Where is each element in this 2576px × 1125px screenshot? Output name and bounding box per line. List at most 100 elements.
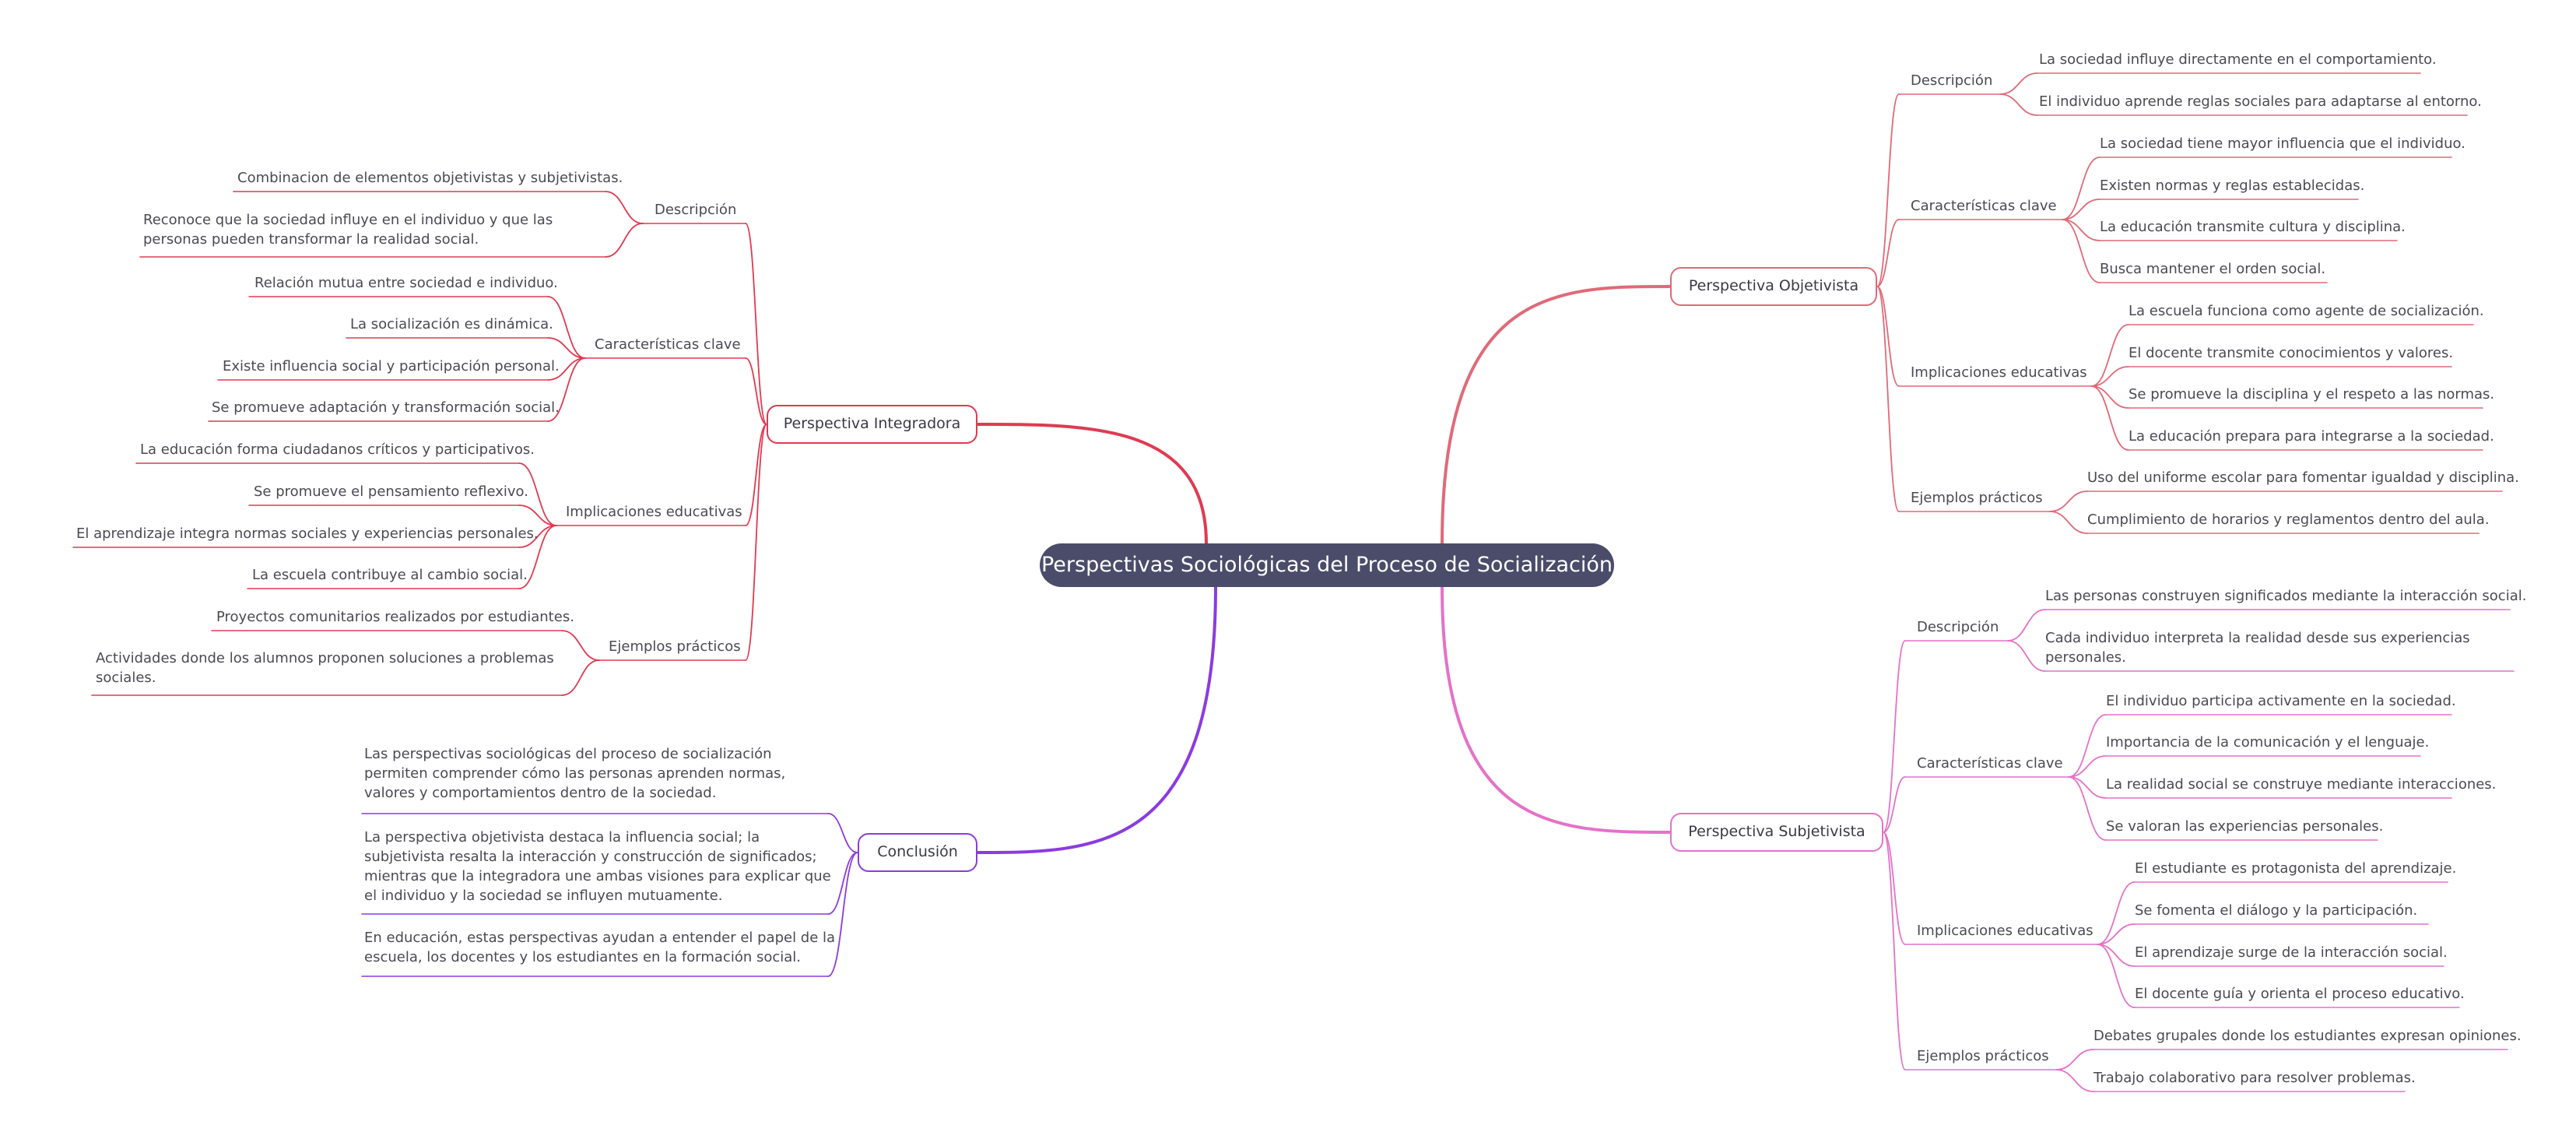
objetivista-implicaciones[interactable]: Implicaciones educativas bbox=[1911, 364, 2087, 381]
connector-root-integradora bbox=[976, 423, 1208, 545]
connector-leaf bbox=[2097, 881, 2136, 945]
leaf: La realidad social se construye mediante… bbox=[2106, 776, 2497, 793]
leaf: Proyectos comunitarios realizados por es… bbox=[216, 609, 574, 625]
leaf: Debates grupales donde los estudiantes e… bbox=[2093, 1028, 2522, 1044]
objetivista-descripcion[interactable]: Descripción bbox=[1911, 72, 1993, 89]
leaf: Se promueve adaptación y transformación … bbox=[212, 399, 560, 416]
leaf: La escuela contribuye al cambio social. bbox=[252, 567, 528, 583]
connector-leaf bbox=[2068, 776, 2107, 799]
connector-leaf bbox=[561, 659, 600, 696]
connector-sub bbox=[745, 357, 767, 425]
leaf: Combinacion de elementos objetivistas y … bbox=[237, 170, 623, 186]
central-topic[interactable]: Perspectivas Sociológicas del Proceso de… bbox=[1040, 543, 1614, 587]
connector-leaf bbox=[518, 504, 557, 526]
connector-sub bbox=[1876, 286, 1900, 387]
leaf: Cada individuo interpreta la realidad de… bbox=[2045, 630, 2470, 666]
connector-leaf bbox=[2097, 944, 2136, 1008]
connector-leaf bbox=[2090, 385, 2129, 451]
connector-leaf bbox=[518, 462, 557, 526]
connector-sub bbox=[1883, 776, 1906, 833]
connector-leaf bbox=[2097, 923, 2136, 945]
integradora-ejemplos[interactable]: Ejemplos prácticos bbox=[609, 638, 741, 655]
leaf: Actividades donde los alumnos proponen s… bbox=[96, 650, 554, 686]
connector-sub bbox=[1876, 93, 1900, 287]
leaf: El individuo aprende reglas sociales par… bbox=[2039, 93, 2482, 110]
connector-sub bbox=[1883, 640, 1906, 833]
connector-leaf bbox=[2097, 944, 2136, 967]
connector-leaf bbox=[547, 337, 586, 359]
connector-sub bbox=[1876, 286, 1900, 512]
leaf: Busca mantener el orden social. bbox=[2100, 261, 2326, 277]
connector-leaf bbox=[2049, 511, 2088, 534]
leaf: Las personas construyen significados med… bbox=[2045, 588, 2527, 604]
leaf: El individuo participa activamente en la… bbox=[2106, 693, 2456, 709]
leaf: La sociedad influye directamente en el c… bbox=[2039, 51, 2437, 68]
connector-sub bbox=[745, 223, 767, 425]
leaf: Existen normas y reglas establecidas. bbox=[2100, 178, 2365, 194]
connector-leaf bbox=[605, 191, 644, 224]
connector-leaf bbox=[2062, 199, 2100, 220]
connector-leaf bbox=[827, 852, 858, 915]
subjetivista-ejemplos[interactable]: Ejemplos prácticos bbox=[1917, 1048, 2049, 1064]
connector-sub bbox=[1876, 219, 1900, 287]
connector-sub bbox=[745, 424, 767, 661]
leaf: Importancia de la comunicación y el leng… bbox=[2106, 734, 2430, 751]
connector-leaf bbox=[2062, 219, 2100, 283]
leaf: Reconoce que la sociedad influye en el i… bbox=[143, 212, 553, 248]
connector-leaf bbox=[547, 357, 586, 381]
connector-sub bbox=[745, 424, 767, 526]
leaf: El docente guía y orienta el proceso edu… bbox=[2135, 986, 2465, 1002]
connector-leaf bbox=[547, 357, 586, 422]
subjetivista-caracteristicas[interactable]: Características clave bbox=[1917, 755, 2063, 772]
objetivista-caracteristicas[interactable]: Características clave bbox=[1911, 198, 2057, 214]
connector-sub bbox=[1883, 831, 1906, 945]
connector-leaf bbox=[1999, 72, 2038, 95]
leaf: Uso del uniforme escolar para fomentar i… bbox=[2087, 469, 2519, 486]
leaf: El estudiante es protagonista del aprend… bbox=[2135, 860, 2457, 877]
connector-leaf bbox=[561, 630, 600, 661]
connector-leaf bbox=[2049, 490, 2088, 512]
subjetivista-descripcion[interactable]: Descripción bbox=[1917, 619, 1999, 635]
branch-integradora[interactable]: Perspectiva Integradora bbox=[767, 405, 977, 444]
connector-leaf bbox=[2055, 1069, 2094, 1092]
connector-leaf bbox=[2068, 776, 2107, 841]
connector-leaf bbox=[2090, 385, 2129, 409]
branch-subjetivista[interactable]: Perspectiva Subjetivista bbox=[1670, 813, 1883, 852]
leaf: El aprendizaje integra normas sociales y… bbox=[76, 526, 539, 542]
connector-leaf bbox=[827, 852, 858, 977]
leaf: La educación forma ciudadanos críticos y… bbox=[140, 441, 535, 458]
connector-leaf bbox=[518, 525, 557, 589]
connector-leaf bbox=[2062, 156, 2100, 220]
subjetivista-implicaciones[interactable]: Implicaciones educativas bbox=[1917, 923, 2093, 939]
connector-leaf bbox=[518, 525, 557, 548]
connector-root-conclusion bbox=[976, 585, 1217, 854]
connector-leaf bbox=[2007, 640, 2046, 672]
connector-leaf bbox=[2090, 366, 2129, 387]
connector-leaf bbox=[2007, 609, 2046, 642]
integradora-caracteristicas[interactable]: Características clave bbox=[595, 336, 741, 353]
leaf: Trabajo colaborativo para resolver probl… bbox=[2093, 1070, 2416, 1086]
objetivista-ejemplos[interactable]: Ejemplos prácticos bbox=[1911, 490, 2043, 506]
branch-objetivista[interactable]: Perspectiva Objetivista bbox=[1670, 267, 1877, 306]
branch-conclusion[interactable]: Conclusión bbox=[858, 833, 977, 872]
conclusion-paragraph: La perspectiva objetivista destaca la in… bbox=[364, 829, 831, 904]
leaf: El aprendizaje surge de la interacción s… bbox=[2135, 944, 2448, 961]
leaf: Existe influencia social y participación… bbox=[223, 358, 560, 374]
connector-leaf bbox=[827, 813, 858, 853]
leaf: Relación mutua entre sociedad e individu… bbox=[254, 275, 558, 291]
leaf: La escuela funciona como agente de socia… bbox=[2129, 303, 2484, 319]
integradora-implicaciones[interactable]: Implicaciones educativas bbox=[566, 504, 742, 520]
leaf: Se promueve la disciplina y el respeto a… bbox=[2129, 386, 2495, 403]
connector-leaf bbox=[2068, 755, 2107, 778]
integradora-descripcion[interactable]: Descripción bbox=[655, 202, 737, 218]
leaf: Se promueve el pensamiento reflexivo. bbox=[254, 483, 528, 500]
connector-leaf bbox=[2062, 219, 2100, 241]
connector-leaf bbox=[547, 296, 586, 359]
connector-root-subjetivista bbox=[1441, 585, 1672, 834]
leaf: La socialización es dinámica. bbox=[350, 316, 553, 332]
connector-leaf bbox=[605, 223, 644, 258]
connector-leaf bbox=[2068, 714, 2107, 778]
leaf: Se valoran las experiencias personales. bbox=[2106, 818, 2384, 835]
leaf: Se fomenta el diálogo y la participación… bbox=[2135, 902, 2418, 919]
leaf: El docente transmite conocimientos y val… bbox=[2129, 345, 2454, 361]
